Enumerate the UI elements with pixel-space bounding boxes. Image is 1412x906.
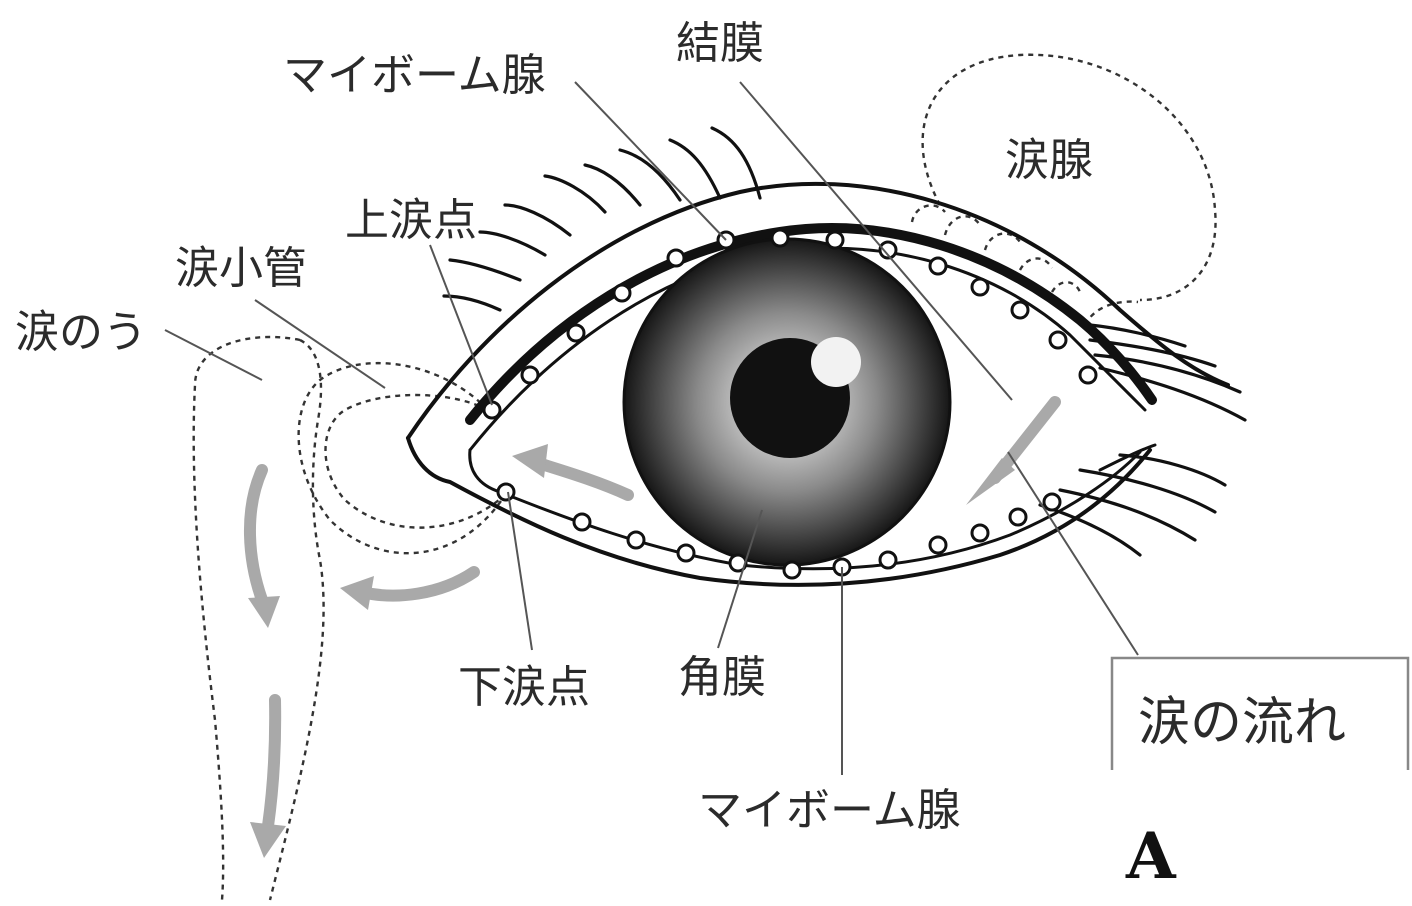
label-lacrimal-gland: 涙腺 <box>1005 135 1093 186</box>
label-meibomian-gland-lower: マイボーム腺 <box>698 785 961 836</box>
eye-highlight <box>811 337 861 387</box>
label-canaliculus: 涙小管 <box>175 243 307 294</box>
label-cornea: 角膜 <box>678 652 766 703</box>
figure-letter: A <box>1125 819 1177 894</box>
label-lacrimal-sac: 涙のう <box>15 307 147 358</box>
label-tear-flow: 涙の流れ <box>1138 693 1346 753</box>
lacrimal-sac <box>194 337 324 900</box>
label-upper-punctum: 上涙点 <box>345 195 477 246</box>
label-conjunctiva: 結膜 <box>676 18 764 69</box>
lacrimal-canaliculus <box>299 363 505 553</box>
label-lower-punctum: 下涙点 <box>458 662 590 713</box>
label-meibomian-gland-upper: マイボーム腺 <box>283 50 546 101</box>
lacrimal-gland <box>912 55 1216 325</box>
